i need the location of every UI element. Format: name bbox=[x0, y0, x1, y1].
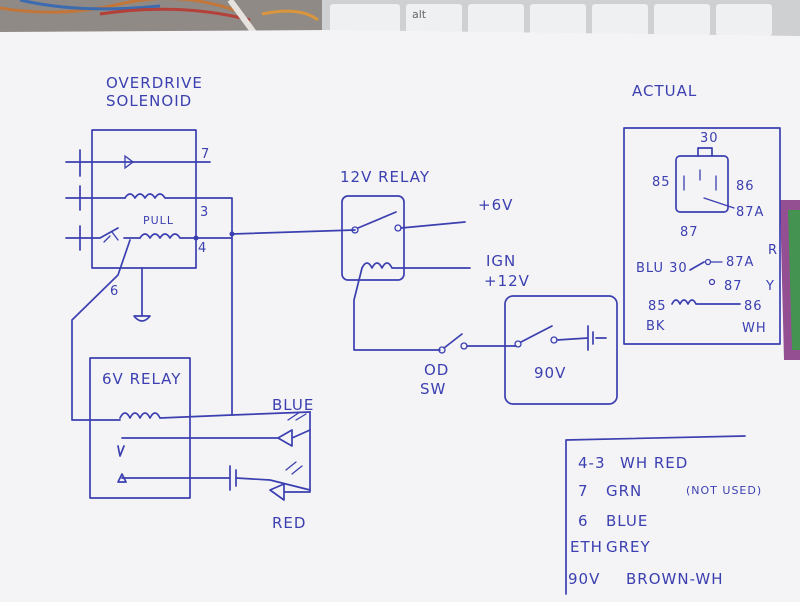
actual-pin-87: 87 bbox=[680, 225, 699, 240]
solenoid-pin-4: 4 bbox=[198, 241, 207, 256]
relay6-blue-label: BLUE bbox=[272, 396, 314, 414]
svg-text:ETH: ETH bbox=[570, 538, 603, 556]
legend-row: 7 GRN (NOT USED) bbox=[578, 482, 762, 500]
actual-row-87a: 87A bbox=[726, 255, 754, 270]
legend-row: 4-3 WH RED bbox=[578, 454, 688, 472]
legend-row: 6 BLUE bbox=[578, 512, 648, 530]
legend-row: ETH GREY bbox=[570, 538, 651, 556]
actual-row-87: 87 bbox=[724, 279, 743, 294]
svg-text:WH RED: WH RED bbox=[620, 454, 688, 472]
actual-pin-86: 86 bbox=[736, 179, 755, 194]
actual-row-r: R bbox=[768, 243, 778, 258]
relay6-title: 6V RELAY bbox=[102, 370, 181, 388]
actual-row-blu30: BLU 30 bbox=[636, 261, 688, 276]
governor-label: 90V bbox=[534, 364, 566, 382]
relay12-ign-label-2: +12V bbox=[484, 272, 530, 290]
relay12-title: 12V RELAY bbox=[340, 168, 430, 186]
solenoid-title-2: SOLENOID bbox=[106, 92, 192, 110]
relay12-out-label: +6V bbox=[478, 196, 513, 214]
od-switch-label-2: SW bbox=[420, 380, 446, 398]
relay6-red-label: RED bbox=[272, 514, 306, 532]
solenoid-pin-6: 6 bbox=[110, 284, 119, 299]
relay-6v: 6V RELAY BLUE RED bbox=[89, 357, 314, 532]
wire-color-legend: 4-3 WH RED 7 GRN (NOT USED) 6 BLUE ETH G… bbox=[565, 435, 762, 595]
actual-title: ACTUAL bbox=[632, 82, 697, 100]
paper-sheet bbox=[0, 30, 800, 602]
overdrive-solenoid: OVERDRIVE SOLENOID 7 3 PULL 4 6 bbox=[65, 74, 235, 421]
actual-row-y: Y bbox=[765, 279, 775, 294]
actual-row-85: 85 bbox=[648, 299, 667, 314]
actual-relay-diagram: ACTUAL 30 85 86 87A 87 BLU 30 87A R 87 Y… bbox=[623, 82, 781, 345]
svg-text:6: 6 bbox=[578, 512, 589, 530]
alt-key-label: alt bbox=[412, 8, 427, 21]
solenoid-pin-7: 7 bbox=[201, 147, 210, 162]
svg-text:GREY: GREY bbox=[606, 538, 651, 556]
relay-12v: 12V RELAY +6V IGN +12V bbox=[231, 168, 530, 351]
solenoid-title-1: OVERDRIVE bbox=[106, 74, 203, 92]
svg-text:(NOT USED): (NOT USED) bbox=[686, 484, 762, 497]
actual-pin-87a: 87A bbox=[736, 205, 764, 220]
solenoid-pin-3: 3 bbox=[200, 205, 209, 220]
svg-text:GRN: GRN bbox=[606, 482, 642, 500]
legend-row: 90V BROWN-WH bbox=[568, 570, 724, 588]
svg-text:4-3: 4-3 bbox=[578, 454, 606, 472]
od-switch-label-1: OD bbox=[424, 361, 449, 379]
wires-decoration bbox=[0, 0, 319, 36]
svg-text:BLUE: BLUE bbox=[606, 512, 648, 530]
actual-row-86: 86 bbox=[744, 299, 763, 314]
actual-pin-30: 30 bbox=[700, 131, 719, 146]
od-switch-and-governor: OD SW 90V bbox=[420, 295, 618, 405]
actual-pin-85: 85 bbox=[652, 175, 671, 190]
solenoid-pull-label: PULL bbox=[143, 214, 174, 227]
relay12-ign-label-1: IGN bbox=[486, 252, 516, 270]
actual-wh: WH bbox=[742, 321, 767, 336]
actual-bk: BK bbox=[646, 319, 665, 334]
svg-text:7: 7 bbox=[578, 482, 589, 500]
svg-text:BROWN-WH: BROWN-WH bbox=[626, 570, 724, 588]
svg-text:90V: 90V bbox=[568, 570, 600, 588]
